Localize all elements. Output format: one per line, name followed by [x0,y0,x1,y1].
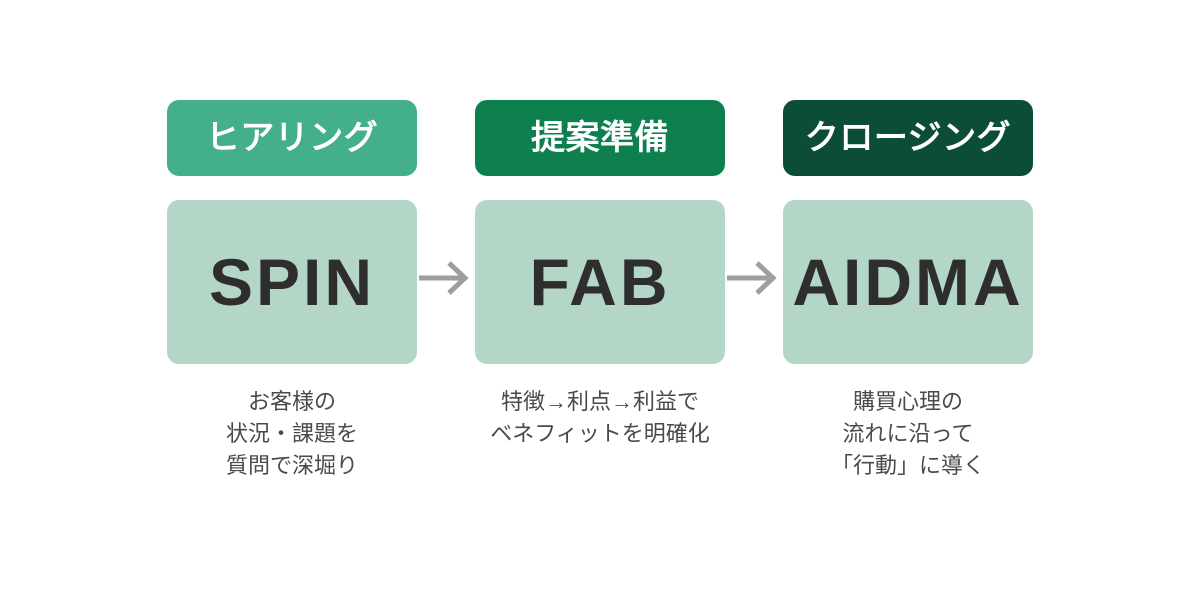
stage-column-3: クロージング AIDMA 購買心理の 流れに沿って 「行動」に導く [783,100,1033,482]
stage-acronym-1: SPIN [208,245,376,319]
stage-badge-label-2: 提案準備 [531,119,669,157]
stage-badge-label-1: ヒアリング [205,119,379,157]
connector-2 [725,100,783,364]
stage-column-1: ヒアリング SPIN お客様の 状況・課題を 質問で深堀り [167,100,417,482]
caption-line: 状況・課題を [225,420,358,446]
arrow-right-icon [725,258,783,298]
stage-badge-3: クロージング [783,100,1033,176]
stage-acronym-3: AIDMA [792,245,1024,319]
stage-caption-1: お客様の 状況・課題を 質問で深堀り [157,386,427,482]
caption-line: 流れに沿って [842,420,974,446]
stage-badge-label-3: クロージング [804,119,1012,157]
stage-framework-box-3: AIDMA [783,200,1033,364]
stage-badge-2: 提案準備 [475,100,725,176]
caption-line: 購買心理の [852,389,963,414]
caption-line: 「行動」に導く [830,452,985,478]
arrow-right-icon [417,258,475,298]
stage-badge-1: ヒアリング [167,100,417,176]
stage-framework-box-1: SPIN [167,200,417,364]
stage-caption-3: 購買心理の 流れに沿って 「行動」に導く [773,386,1043,482]
stage-column-2: 提案準備 FAB 特徴→利点→利益で ベネフィットを明確化 [475,100,725,450]
caption-line: 特徴→利点→利益で [500,389,699,414]
stage-framework-box-2: FAB [475,200,725,364]
connector-1 [417,100,475,364]
caption-line: お客様の [247,389,336,414]
caption-line: ベネフィットを明確化 [490,420,710,446]
caption-line: 質問で深堀り [225,452,358,478]
stage-caption-2: 特徴→利点→利益で ベネフィットを明確化 [465,386,735,450]
stage-acronym-2: FAB [529,245,671,319]
